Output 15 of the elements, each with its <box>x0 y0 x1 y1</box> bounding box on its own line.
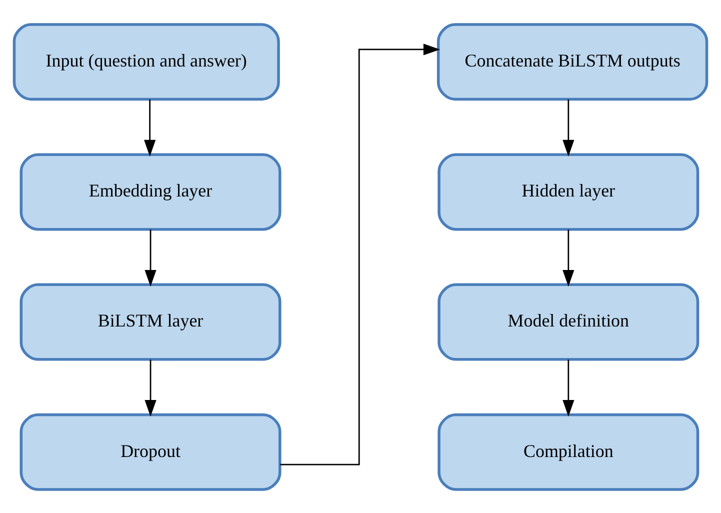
arrow <box>562 229 574 286</box>
node-box: Hidden layer <box>438 152 700 230</box>
node-box: Concatenate BiLSTM outputs <box>436 22 708 100</box>
node-box: Input (question and answer) <box>12 22 280 100</box>
arrow <box>280 43 440 465</box>
arrow <box>144 229 156 286</box>
node-box: Compilation <box>438 412 700 490</box>
arrow <box>144 99 156 156</box>
arrow <box>144 359 156 416</box>
node-box: Model definition <box>438 282 700 360</box>
arrow <box>562 359 574 416</box>
arrow <box>562 99 574 156</box>
node-box: BiLSTM layer <box>20 282 282 360</box>
node-box: Dropout <box>20 412 282 490</box>
node-box: Embedding layer <box>20 152 282 230</box>
